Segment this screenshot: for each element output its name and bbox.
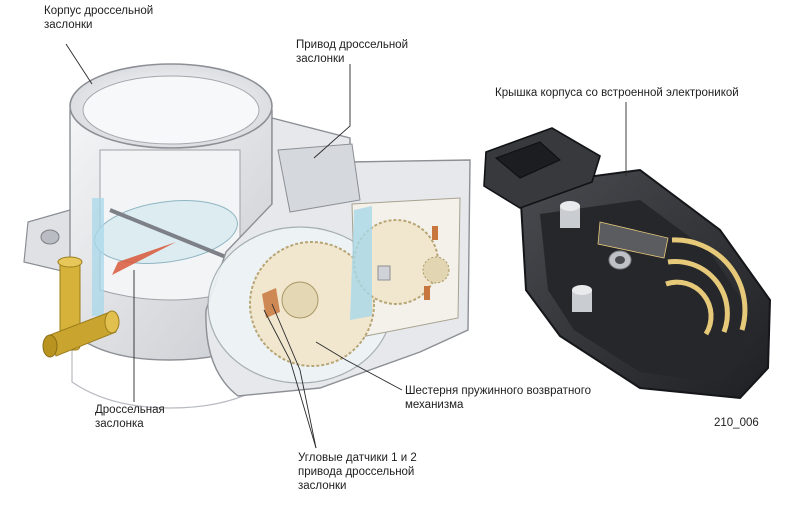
mounting-hole [40,229,60,245]
mounting-post [560,201,580,228]
gear-hub [281,281,319,319]
leader-angle-sensor-1 [271,303,317,449]
sensor-track [671,237,748,331]
label-throttle-valve: Дроссельная заслонка [95,403,165,431]
label-throttle-drive-line-1: Привод дроссельной [296,39,409,51]
label-angle-sensors: Угловые датчики 1 и 2 привода дроссельно… [298,451,417,493]
mounting-post [572,285,592,312]
label-throttle-body: Корпус дроссельной заслонки [44,4,153,32]
sensor-track [665,279,714,336]
label-return-spring-gear-line-2: механизма [405,399,464,411]
leader-angle-sensor-2 [263,309,317,449]
label-angle-sensors-line-2: привода дроссельной [298,466,415,478]
motor-can [277,143,361,213]
connector-socket [495,141,561,179]
label-angle-sensors-line-3: заслонки [298,480,347,492]
label-housing-cover: Крышка корпуса со встроенной электронико… [495,86,739,100]
label-throttle-body-line-1: Корпус дроссельной [44,5,154,17]
figure-id: 210_006 [714,417,759,429]
gear-shaft [377,265,391,281]
coolant-nipple [42,256,120,358]
valve-red-edge [112,242,176,275]
circuit-strip [597,221,669,259]
sight-strip [92,198,104,316]
label-return-spring-gear-line-1: Шестерня пружинного возвратного [405,385,592,397]
motor-contact [432,226,438,240]
label-throttle-drive: Привод дроссельной заслонки [296,38,408,66]
label-throttle-valve-line-1: Дроссельная [95,404,165,416]
label-throttle-drive-line-2: заслонки [296,53,345,65]
label-angle-sensors-line-1: Угловые датчики 1 и 2 [298,452,417,464]
leader-return-spring-gear [315,341,403,391]
motor-contact [424,286,430,300]
housing-cover [483,127,772,400]
bore-inner-rim [82,75,260,145]
leader-throttle-drive [313,64,351,159]
label-throttle-valve-line-2: заслонка [95,418,144,430]
leader-throttle-body [65,43,93,85]
label-housing-cover-line-1: Крышка корпуса со встроенной электронико… [495,87,739,99]
leader-lines [65,43,627,449]
label-return-spring-gear: Шестерня пружинного возвратного механизм… [405,384,591,412]
throttle-drive-housing [205,117,471,397]
label-throttle-body-line-2: заслонки [44,19,93,31]
motor-pinion [422,256,450,284]
bearing-bore [615,256,625,264]
spring-plate [350,206,372,320]
sensor-track [667,258,730,333]
sensor-magnet [262,288,280,318]
